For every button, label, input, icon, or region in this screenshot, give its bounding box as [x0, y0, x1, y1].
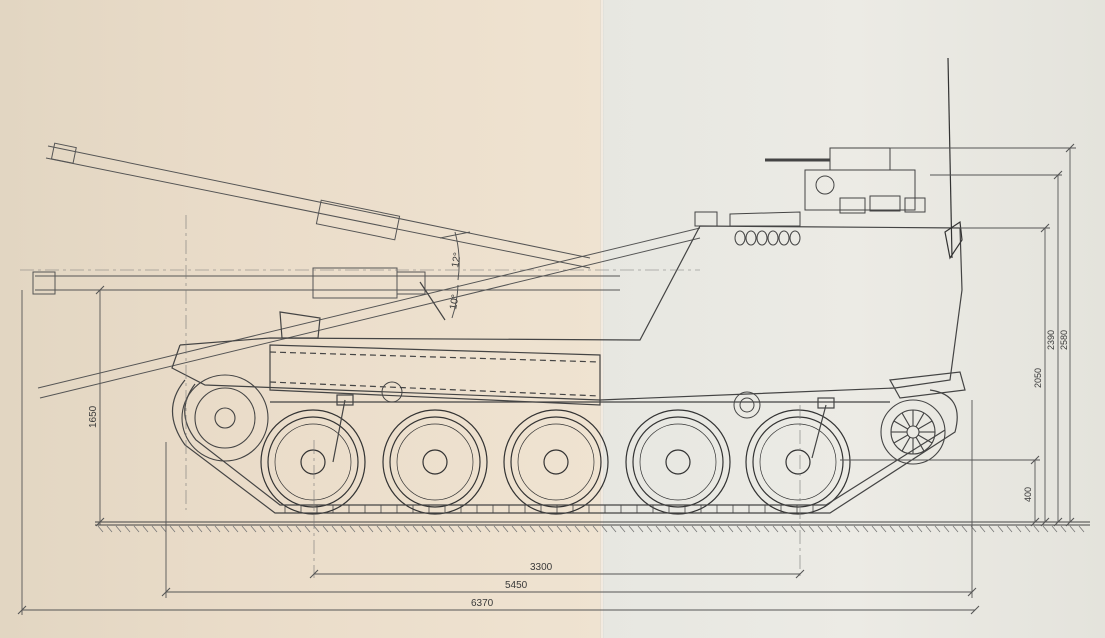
- smoke-discharger: [767, 230, 779, 246]
- hull: [171, 225, 966, 406]
- ground-line: [95, 521, 1090, 533]
- smoke-discharger: [734, 230, 746, 246]
- antenna: [944, 57, 963, 260]
- road-wheel: [745, 409, 851, 515]
- turret-cupola: [694, 147, 926, 246]
- depression-angle-label: 10°: [448, 294, 461, 311]
- dimension-1650-label: 1650: [88, 405, 99, 428]
- smoke-discharger: [778, 230, 790, 246]
- dimension-5450-label: 5450: [505, 580, 528, 591]
- paper-right-panel: [603, 0, 1105, 638]
- shock-absorbers: [332, 394, 835, 463]
- road-wheel: [382, 409, 488, 515]
- paper-left-panel: [0, 0, 603, 638]
- smoke-discharger: [756, 230, 768, 246]
- gun-barrel-horizontal: [32, 267, 620, 299]
- reference-lines: [20, 215, 801, 578]
- dimension-3300-label: 3300: [530, 562, 553, 573]
- dimension-lines: [17, 143, 1076, 615]
- dimension-2580-label: 2580: [1059, 330, 1069, 350]
- gun-barrel-elevated: [45, 142, 591, 269]
- dimension-400-label: 400: [1023, 487, 1033, 502]
- elevation-angle-marker: [439, 231, 471, 319]
- dimension-2390-label: 2390: [1046, 330, 1056, 350]
- road-wheel: [260, 409, 366, 515]
- paper-fold-crease: [600, 0, 604, 638]
- road-wheel: [625, 409, 731, 515]
- dimension-2050-label: 2050: [1033, 368, 1043, 388]
- road-wheel: [503, 409, 609, 515]
- road-wheels: [260, 409, 851, 515]
- elevation-angle-label: 12°: [450, 252, 463, 269]
- dimension-6370-label: 6370: [471, 598, 494, 609]
- smoke-discharger: [789, 230, 801, 246]
- drive-sprocket: [181, 374, 269, 462]
- smoke-discharger: [745, 230, 757, 246]
- return-rollers: [381, 381, 761, 419]
- gun-barrel-depressed: [37, 227, 701, 399]
- idler-wheel: [880, 399, 946, 465]
